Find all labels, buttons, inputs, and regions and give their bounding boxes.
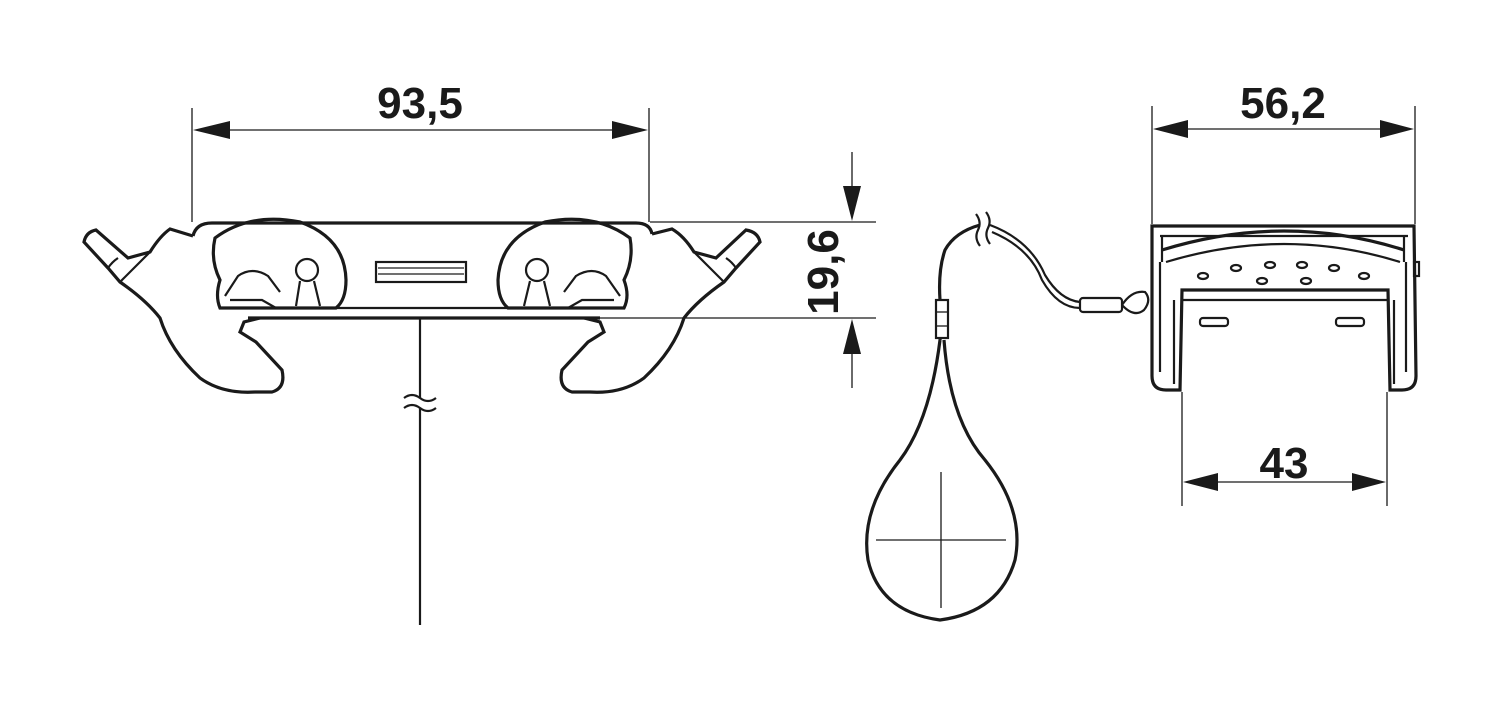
dimension-93-5: 93,5 — [191, 79, 650, 222]
arrowhead-up — [843, 319, 861, 354]
tether-loop — [865, 211, 1150, 622]
arrowhead-right — [612, 121, 648, 139]
dimension-label-inner-width: 43 — [1260, 439, 1309, 488]
dimension-43: 43 — [1181, 392, 1388, 506]
dimension-label-outer-width: 56,2 — [1240, 79, 1326, 128]
arrowhead-left — [1183, 473, 1218, 491]
cover-front-view — [1150, 224, 1421, 392]
dimension-label-width: 93,5 — [377, 79, 463, 128]
arrowhead-right — [1352, 473, 1386, 491]
arrowhead-right — [1380, 120, 1414, 138]
dimension-56-2: 56,2 — [1151, 79, 1416, 224]
cover-side-view — [82, 217, 762, 625]
dimension-19-6: 19,6 — [596, 152, 876, 388]
arrowhead-down — [843, 186, 861, 221]
arrowhead-left — [1153, 120, 1188, 138]
vent-holes — [1196, 260, 1371, 286]
dimension-label-height: 19,6 — [799, 229, 848, 315]
arrowhead-left — [193, 121, 230, 139]
